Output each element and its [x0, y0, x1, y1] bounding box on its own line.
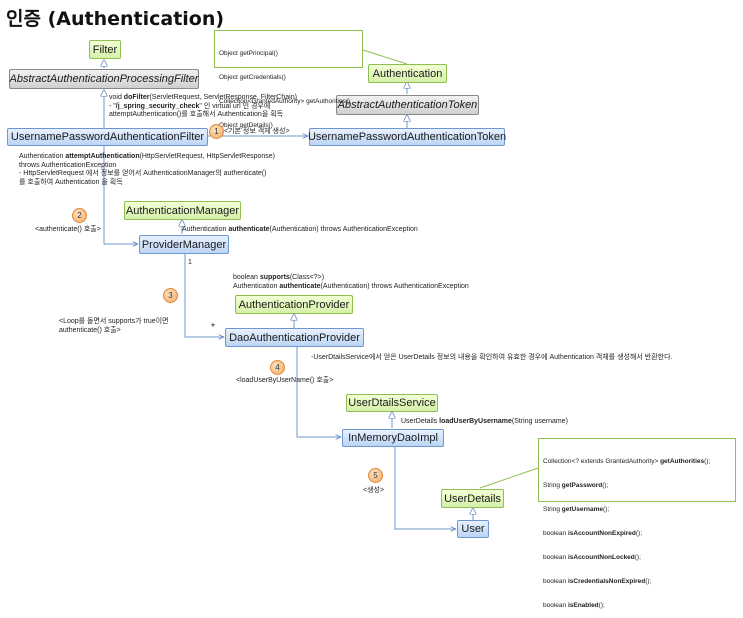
in-memory-dao-impl-box[interactable]: InMemoryDaoImpl — [342, 429, 444, 447]
userdetails-note-connector — [479, 467, 539, 489]
step5-label: <생성> — [363, 487, 385, 494]
dao-authentication-provider-box[interactable]: DaoAuthenticationProvider — [225, 328, 364, 347]
manager-authenticate-signature: Authentication authenticate(Authenticati… — [182, 226, 418, 233]
username-password-authentication-filter-box[interactable]: UsernamePasswordAuthenticationFilter — [7, 128, 208, 146]
provider-loop-arrow — [184, 254, 224, 337]
multiplicity-many: * — [211, 322, 215, 333]
abstract-authentication-processing-filter-box[interactable]: AbstractAuthenticationProcessingFilter — [9, 69, 199, 89]
authenticate-call-arrow — [103, 146, 138, 244]
step4-label: <loadUserByUserName() 호출> — [236, 377, 334, 384]
authentication-box[interactable]: Authentication — [368, 64, 447, 83]
load-user-arrow — [296, 347, 341, 437]
method-line: Object getDetails() — [219, 122, 273, 129]
method-line: boolean isEnabled(); — [543, 602, 605, 609]
user-details-service-box[interactable]: UserDtailsService — [346, 394, 438, 412]
abstract-authentication-token-box[interactable]: AbstractAuthenticationToken — [336, 95, 479, 115]
authentication-note-connector — [362, 49, 408, 65]
step-badge-4: 4 — [270, 360, 285, 375]
step1-label: <기본 정보 객체 생성> — [224, 128, 290, 135]
step2-label: <authenticate() 호출> — [35, 226, 101, 233]
load-user-signature: UserDetails loadUserByUsername(String us… — [401, 418, 568, 425]
provider-signatures: boolean supports(Class<?>)Authentication… — [233, 274, 469, 290]
method-line: String getUsername(); — [543, 506, 610, 513]
method-line: boolean isAccountNonExpired(); — [543, 530, 642, 537]
user-details-box[interactable]: UserDetails — [441, 489, 504, 508]
filter-box[interactable]: Filter — [89, 40, 121, 59]
method-line: Collection<GrantedAuthority> getAuthorit… — [219, 98, 351, 105]
step-badge-5: 5 — [368, 468, 383, 483]
attempt-authentication-description: Authentication attemptAuthentication(Htt… — [19, 153, 275, 186]
method-line: boolean isCredentialsNonExpired(); — [543, 578, 652, 585]
multiplicity-one: 1 — [188, 259, 192, 266]
authentication-methods-note: Object getPrincipal() Object getCredenti… — [214, 30, 363, 129]
step-badge-2: 2 — [72, 208, 87, 223]
dao-description: -UserDtailsService에서 얻은 UserDetails 정보의 … — [311, 354, 673, 361]
create-user-arrow — [394, 447, 456, 529]
step-badge-3: 3 — [163, 288, 178, 303]
method-line: Object getCredentials() — [219, 74, 286, 81]
dofilter-description: void doFilter(ServletRequest, ServletRes… — [109, 94, 297, 119]
user-details-methods-note: Collection<? extends GrantedAuthority> g… — [538, 438, 736, 609]
method-line: String getPassword(); — [543, 482, 609, 489]
page-title: 인증 (Authentication) — [6, 8, 225, 30]
username-password-authentication-token-box[interactable]: UsernamePasswordAuthenticationToken — [308, 128, 506, 146]
user-box[interactable]: User — [457, 520, 489, 538]
step-badge-1: 1 — [209, 124, 224, 139]
method-line: Collection<? extends GrantedAuthority> g… — [543, 458, 711, 465]
authentication-provider-box[interactable]: AuthenticationProvider — [235, 295, 353, 314]
provider-manager-box[interactable]: ProviderManager — [139, 235, 229, 254]
connector-lines — [0, 49, 539, 545]
method-line: boolean isAccountNonLocked(); — [543, 554, 641, 561]
authentication-manager-box[interactable]: AuthenticationManager — [124, 201, 241, 220]
method-line: Object getPrincipal() — [219, 50, 278, 57]
